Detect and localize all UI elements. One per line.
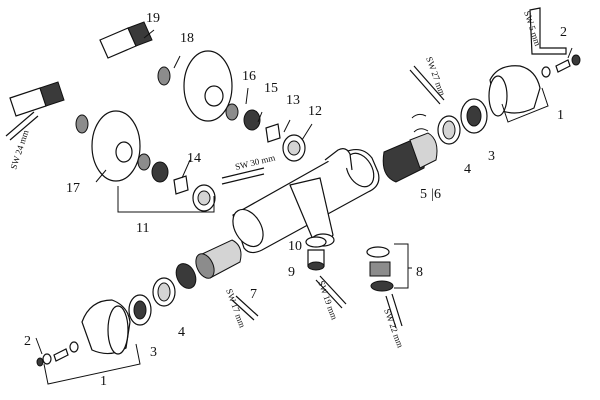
callout-6: 6	[434, 187, 441, 202]
callout-12: 12	[308, 104, 322, 119]
callout-3-left: 3	[150, 345, 157, 360]
connection-lower	[9, 81, 216, 212]
callout-5: 5	[420, 187, 427, 202]
wrench-labels: SW 5 mm SW 27 mm SW 24 mm SW 30 mm SW 17…	[8, 10, 542, 350]
callout-19: 19	[146, 11, 160, 26]
wrench-label-sw24: SW 24 mm	[8, 129, 30, 171]
handle-left	[36, 277, 176, 367]
wrenches	[5, 7, 567, 329]
callout-15: 15	[264, 81, 278, 96]
callout-16: 16	[242, 69, 256, 84]
callout-18: 18	[180, 31, 194, 46]
callout-3-right: 3	[488, 149, 495, 164]
callout-1-right: 1	[557, 108, 564, 123]
wrench-label-sw19: SW 19 mm	[316, 279, 339, 321]
parts-9-10-8	[305, 236, 394, 292]
wrench-label-sw30: SW 30 mm	[234, 152, 276, 172]
callout-17: 17	[66, 181, 80, 196]
callouts: 1 1 2 2 3 3 4 4 5 | 6 7 8 9 10 11 12 13 …	[24, 11, 567, 389]
connection-upper	[99, 21, 306, 162]
mixer-body	[232, 148, 380, 254]
callout-7: 7	[250, 287, 257, 302]
wrench-label-sw22: SW 22 mm	[382, 307, 405, 349]
callout-9: 9	[288, 265, 295, 280]
callout-4-left: 4	[178, 325, 185, 340]
leader-lines	[35, 29, 573, 385]
callout-10: 10	[288, 239, 302, 254]
cartridge-left	[175, 239, 242, 289]
wrench-label-sw17: SW 17 mm	[224, 287, 247, 329]
callout-8: 8	[416, 265, 423, 280]
callout-5-6-separator: |	[431, 187, 434, 202]
callout-14: 14	[187, 151, 201, 166]
callout-2-right: 2	[560, 25, 567, 40]
callout-13: 13	[286, 93, 300, 108]
callout-4-right: 4	[464, 162, 471, 177]
callout-2-left: 2	[24, 334, 31, 349]
cartridge-right	[382, 128, 438, 183]
handle-right	[411, 54, 581, 145]
callout-11: 11	[136, 221, 149, 236]
callout-1-left: 1	[100, 374, 107, 389]
